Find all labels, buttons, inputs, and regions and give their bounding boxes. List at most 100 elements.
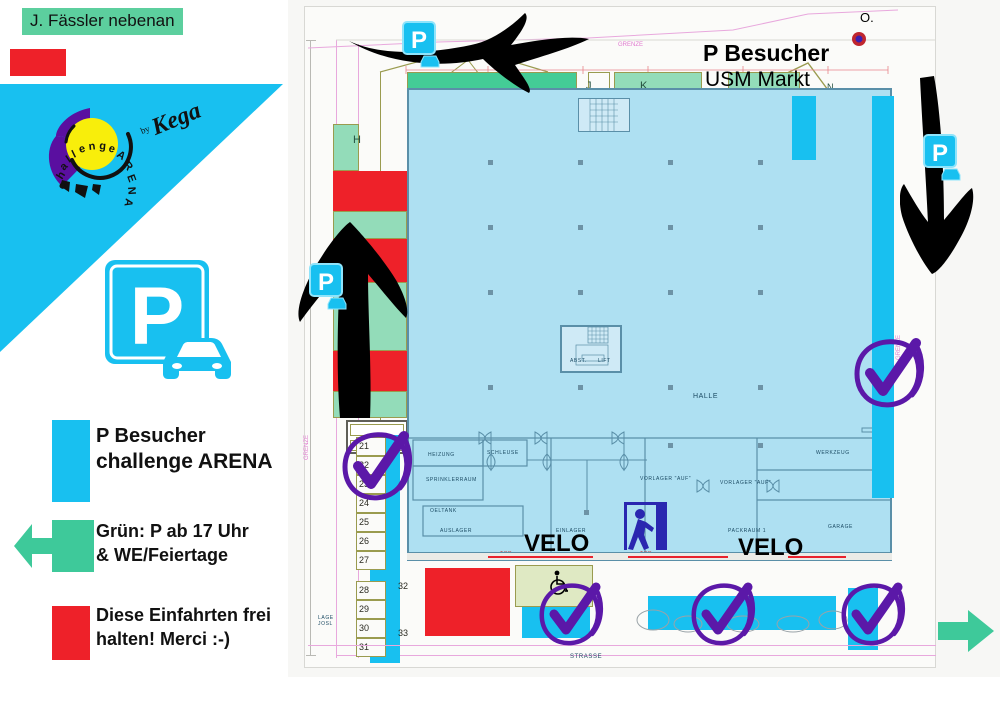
room-label-oeltank: OELTANK	[430, 508, 457, 514]
street-line	[308, 645, 936, 646]
legend-item-visitor-parking: P Besucher challenge ARENA	[40, 420, 290, 506]
logo-byline-kega: Kega	[147, 98, 205, 141]
street-label: STRASSE	[570, 654, 603, 660]
column	[488, 290, 493, 295]
parking-slot: 26	[356, 532, 386, 551]
room-label-schleuse: SCHLEUSE	[487, 450, 519, 456]
overlay-p-besucher: P Besucher	[703, 40, 830, 66]
legend-swatch-red	[52, 606, 90, 660]
room-label-abst: ABST.	[570, 358, 587, 364]
parking-sign-icon-top: P	[401, 20, 445, 73]
room-label-garage: GARAGE	[828, 524, 853, 530]
keep-clear-line	[488, 556, 593, 558]
legend-label-visitor-line2: challenge ARENA	[96, 450, 273, 473]
keep-clear-zone-bottom	[425, 568, 510, 636]
svg-text:P: P	[411, 27, 427, 54]
svg-text:P: P	[932, 140, 948, 167]
neighbor-note-banner: J. Fässler nebenan	[22, 8, 183, 35]
svg-text:R: R	[121, 159, 135, 173]
check-mark-accessible	[539, 582, 603, 646]
column	[578, 385, 583, 390]
legend-label-green-line2: & WE/Feiertage	[96, 545, 229, 565]
keep-clear-zone	[333, 171, 407, 211]
parking-slot: 28	[356, 581, 386, 600]
svg-text:N: N	[125, 186, 138, 195]
parking-slot: 31	[356, 638, 386, 657]
column	[758, 385, 763, 390]
floor-plan-area: GRENZE GRENZE GRENZE	[288, 0, 1000, 677]
parking-slot: 32	[398, 581, 409, 591]
dimension-line	[310, 40, 311, 655]
svg-text:l: l	[70, 149, 78, 161]
room-label-heizung: HEIZUNG	[428, 452, 455, 458]
svg-text:g: g	[99, 140, 107, 153]
bicycle-rack-sketch	[636, 609, 848, 633]
column	[488, 225, 493, 230]
legend-swatch-cyan	[52, 420, 90, 502]
room-label-halle: HALLE	[693, 393, 719, 400]
legend-label-keepclear-line2: halten! Merci :-)	[96, 629, 231, 649]
room-label-vorlager-auf: VORLAGER "AUF"	[720, 480, 772, 486]
visitor-parking-right	[872, 96, 894, 498]
grenze-text: GRENZE	[618, 42, 643, 48]
svg-text:e: e	[107, 142, 117, 155]
room-label-lift: LIFT	[598, 358, 611, 364]
lift-detail	[575, 326, 609, 366]
zone-label-H: H	[353, 134, 361, 146]
room-label-packraum: PACKRAUM 1	[728, 528, 767, 534]
technical-rooms	[407, 431, 892, 554]
overlay-velo-left: VELO	[524, 530, 590, 557]
parking-slot: 27	[356, 551, 386, 570]
parking-sign-icon-right: P	[922, 133, 966, 186]
svg-text:l: l	[64, 154, 73, 166]
room-label-einlager: EINLAGER	[556, 528, 587, 534]
room-label-auslager: AUSLAGER	[440, 528, 473, 534]
svg-text:P: P	[318, 269, 334, 296]
zone-label-J: J	[586, 80, 592, 92]
visitor-parking-top-right	[792, 96, 816, 160]
dimension-tick	[306, 655, 316, 656]
column	[488, 385, 493, 390]
red-color-chip	[10, 49, 66, 76]
overlay-velo-right: VELO	[738, 534, 804, 561]
legend-item-keep-clear: Diese Einfahrten frei halten! Merci :-)	[40, 604, 290, 666]
column	[668, 225, 673, 230]
challenge-arena-logo: c h a l l e n g e A R E N A by Kega	[48, 98, 205, 208]
survey-point-icon	[852, 32, 866, 46]
stair-hatch	[589, 98, 618, 132]
column	[758, 443, 763, 448]
zone-label-K: K	[640, 80, 648, 92]
check-mark-right	[854, 338, 924, 408]
dimension-tick	[306, 40, 316, 41]
column	[758, 160, 763, 165]
svg-text:A: A	[121, 197, 134, 207]
legend: P Besucher challenge ARENA Grün: P ab 17…	[14, 420, 290, 680]
column	[668, 385, 673, 390]
parking-slot: 29	[356, 600, 386, 619]
column	[758, 290, 763, 295]
column	[758, 225, 763, 230]
svg-text:n: n	[88, 140, 96, 153]
check-mark-bottom-right	[841, 582, 905, 646]
parking-sign-icon-left: P	[308, 262, 352, 315]
parking-slot: 25	[356, 513, 386, 532]
logo-byline-by: by	[139, 123, 152, 136]
legend-label-keepclear-line1: Diese Einfahrten frei	[96, 605, 272, 625]
column	[668, 160, 673, 165]
column	[578, 225, 583, 230]
room-label-vorlager: VORLAGER "AUF"	[640, 476, 692, 482]
legend-label-green-line1: Grün: P ab 17 Uhr	[96, 521, 249, 541]
main-hall	[407, 88, 892, 554]
arrow-down-right	[900, 76, 974, 274]
column	[578, 290, 583, 295]
legend-item-green-hours: Grün: P ab 17 Uhr & WE/Feiertage	[14, 520, 290, 590]
compass-label: O.	[860, 10, 874, 25]
overlay-usm-markt: USM Markt	[705, 68, 810, 91]
room-label-sprinklerraum: SPRINKLERRAUM	[426, 477, 477, 483]
exit-arrow-right	[938, 610, 994, 652]
keep-clear-line	[628, 556, 728, 558]
legend-label-visitor-line1: P Besucher	[96, 425, 206, 447]
zone-label-N: N	[827, 82, 834, 92]
